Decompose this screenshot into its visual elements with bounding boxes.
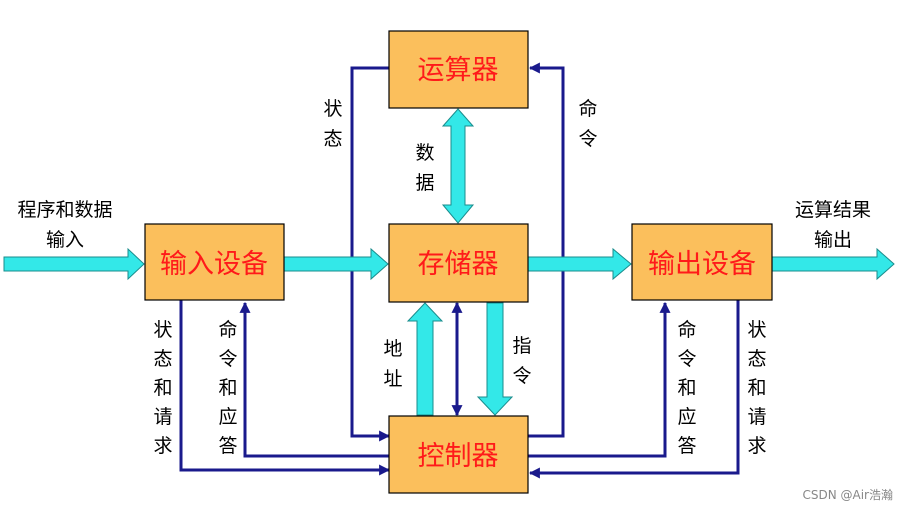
address-label-2: 址 (383, 368, 402, 390)
input-status-request-label-5: 求 (153, 435, 172, 457)
output-status-request-label-4: 请 (747, 406, 766, 428)
side-labels: 程序和数据 输入 运算结果 输出 状 态 命 令 数 据 地 址 指 令 状 态… (17, 98, 871, 457)
instruction-label-2: 令 (512, 365, 531, 387)
address-label-1: 地 (383, 338, 402, 360)
result-output-label-line1: 运算结果 (795, 199, 871, 221)
output-device-label: 输出设备 (648, 249, 756, 280)
output-command-response-label-3: 和 (677, 377, 696, 399)
control-lines (179, 62, 740, 479)
input-command-response-label-1: 命 (218, 319, 237, 341)
output-device-box: 输出设备 (631, 223, 773, 301)
watermark: CSDN @Air浩瀚 (802, 487, 893, 502)
output-status-request-label-5: 求 (747, 435, 766, 457)
status-top-label-1: 状 (323, 98, 342, 120)
data-arrow-instruction-memory-to-controller (476, 302, 514, 416)
memory-label: 存储器 (418, 249, 499, 280)
output-status-request-label-1: 状 (747, 319, 766, 341)
input-status-request-label-1: 状 (153, 319, 172, 341)
program-data-input-label-line2: 输入 (46, 229, 84, 251)
data-arrow-output-to-external (771, 247, 895, 281)
command-top-label-2: 令 (578, 128, 597, 150)
input-status-request-label-2: 态 (153, 348, 172, 370)
output-command-response-label-2: 令 (677, 348, 696, 370)
data-arrow-alu-memory (441, 108, 475, 224)
output-command-response-label-5: 答 (677, 435, 696, 457)
input-command-response-label-3: 和 (218, 377, 237, 399)
output-command-response-label-4: 应 (677, 406, 696, 428)
data-arrows (3, 108, 895, 416)
output-command-response-label-1: 命 (677, 319, 696, 341)
memory-box: 存储器 (388, 223, 529, 303)
status-request-line-output-to-controller (528, 300, 740, 479)
input-command-response-label-5: 答 (218, 435, 237, 457)
data-arrow-address-controller-to-memory (406, 302, 444, 416)
status-top-label-2: 态 (323, 128, 342, 150)
status-request-line-input-to-controller (179, 300, 391, 476)
program-data-input-label-line1: 程序和数据 (17, 199, 112, 221)
command-response-line-controller-to-output (528, 301, 671, 458)
alu-box: 运算器 (388, 30, 529, 109)
input-command-response-label-2: 令 (218, 348, 237, 370)
data-arrow-external-to-input (3, 247, 145, 281)
controller-box: 控制器 (388, 415, 529, 494)
data-label-1: 数 (415, 142, 434, 164)
output-status-request-label-3: 和 (747, 377, 766, 399)
output-status-request-label-2: 态 (747, 348, 766, 370)
alu-label: 运算器 (418, 55, 499, 86)
command-response-line-controller-to-input (239, 301, 389, 458)
input-device-box: 输入设备 (144, 223, 285, 301)
data-arrow-input-to-memory (283, 247, 389, 281)
input-command-response-label-4: 应 (218, 406, 237, 428)
input-status-request-label-4: 请 (153, 406, 172, 428)
result-output-label-line2: 输出 (814, 229, 852, 251)
command-line-controller-to-alu (528, 62, 565, 438)
data-label-2: 据 (415, 172, 434, 194)
controller-label: 控制器 (418, 441, 499, 472)
input-status-request-label-3: 和 (153, 377, 172, 399)
command-top-label-1: 命 (578, 98, 597, 120)
instruction-label-1: 指 (512, 335, 531, 357)
data-arrow-memory-to-output (527, 247, 632, 281)
input-device-label: 输入设备 (160, 249, 268, 280)
boxes: 运算器 存储器 输入设备 输出设备 控制器 (144, 30, 773, 494)
status-line-alu-to-controller (350, 66, 391, 442)
